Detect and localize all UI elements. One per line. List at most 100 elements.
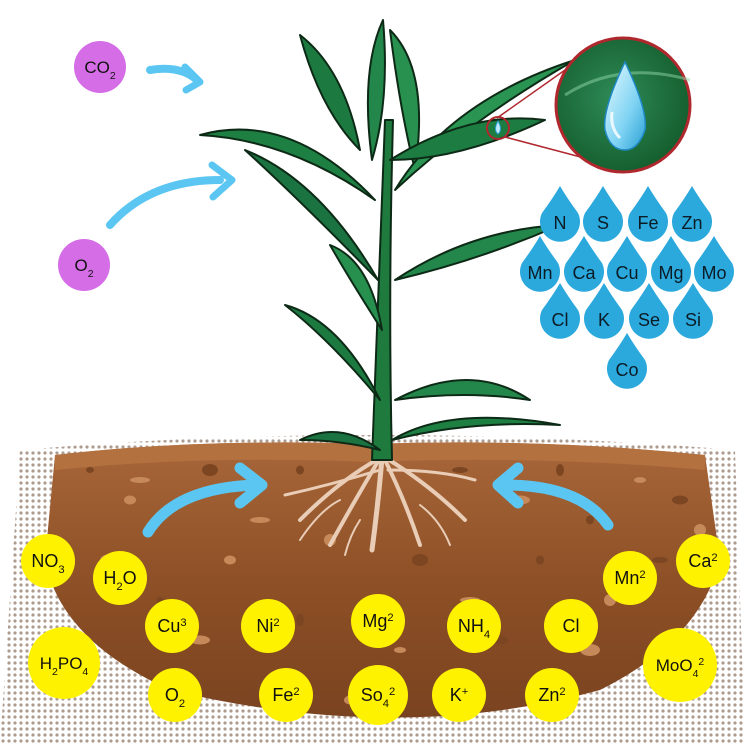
fe2-circle	[259, 668, 313, 722]
cl-bubble: Cl	[544, 599, 598, 653]
drop-shape	[694, 236, 734, 292]
no3-circle	[21, 534, 75, 588]
ni2-circle	[241, 599, 295, 653]
ca2-label: Ca2	[688, 551, 717, 571]
drop-shape	[519, 236, 560, 292]
drop-n: N	[540, 186, 580, 242]
mg2-bubble: Mg2	[351, 594, 405, 648]
drop-si: Si	[673, 283, 714, 339]
pebble	[86, 467, 94, 473]
o2-circle	[58, 239, 110, 291]
drop-shape	[628, 186, 669, 242]
h2o-bubble: H2O	[93, 551, 147, 605]
drop-label: Si	[685, 310, 701, 330]
drop-shape	[583, 186, 623, 242]
mn2-bubble: Mn2	[603, 551, 657, 605]
leaf	[284, 304, 381, 401]
drop-mg: Mg	[650, 236, 692, 292]
cl-circle	[544, 599, 598, 653]
ca2-circle	[676, 534, 730, 588]
plant	[199, 19, 576, 461]
drop-label: Se	[638, 310, 660, 330]
mn2-label: Mn2	[614, 568, 645, 588]
drop-shape	[607, 333, 648, 389]
right-uptake-arrow	[499, 479, 614, 531]
h2o-circle	[93, 551, 147, 605]
gas-arrows	[106, 64, 224, 229]
water-drop-zoom	[486, 36, 692, 174]
pebble	[586, 515, 594, 525]
kplus-circle	[432, 668, 486, 722]
pebble	[556, 464, 564, 476]
h2o-label: H2O	[103, 568, 136, 593]
drop-label: N	[554, 213, 567, 233]
leaf	[199, 128, 376, 201]
pebble	[130, 477, 150, 483]
left-uptake-arrow	[142, 479, 261, 538]
zn2-circle	[525, 668, 579, 722]
pebble	[246, 687, 254, 693]
cu3-label: Cu3	[157, 616, 186, 636]
drop-shape	[672, 186, 712, 242]
h2po4-circle	[28, 627, 100, 699]
pebble	[694, 524, 706, 536]
cl-label: Cl	[563, 616, 580, 636]
drop-co: Co	[607, 333, 648, 389]
drop-label: Mn	[527, 263, 552, 283]
leaf	[366, 19, 386, 161]
h2po4-bubble: H2PO4	[28, 627, 100, 699]
drop-k: K	[584, 283, 624, 339]
no3-label: NO3	[31, 551, 64, 576]
drop-shape	[607, 236, 647, 292]
leaf	[389, 117, 546, 161]
o2s-circle	[148, 668, 202, 722]
nh4-bubble: NH4	[447, 599, 501, 653]
pebble	[652, 557, 668, 563]
drop-label: S	[597, 213, 609, 233]
moo42-bubble: MoO42	[643, 628, 717, 702]
drop-label: Cu	[615, 263, 638, 283]
drop-shape	[564, 236, 604, 292]
leaf	[244, 149, 379, 281]
pebble	[296, 465, 304, 475]
pebble	[250, 517, 270, 523]
mg2-circle	[351, 594, 405, 648]
o2-label: O2	[74, 256, 93, 280]
leaf	[299, 34, 361, 151]
kplus-bubble: K+	[432, 668, 486, 722]
drop-label: Mo	[701, 263, 726, 283]
drop-mo: Mo	[694, 236, 734, 292]
co2-label: CO2	[84, 58, 116, 82]
moo42-label: MoO42	[656, 656, 705, 680]
soil-arrows	[142, 462, 614, 538]
drop-zn: Zn	[672, 186, 712, 242]
fe2-label: Fe2	[272, 685, 299, 705]
pebble	[536, 555, 544, 565]
drop-label: Ca	[572, 263, 596, 283]
cu3-bubble: Cu3	[145, 599, 199, 653]
pebble	[224, 555, 236, 565]
fe2-bubble: Fe2	[259, 668, 313, 722]
ni2-bubble: Ni2	[241, 599, 295, 653]
o2-bubble: O2	[58, 239, 110, 291]
zn2-label: Zn2	[538, 685, 565, 705]
leaf	[391, 416, 561, 441]
so42-circle	[348, 665, 408, 725]
drop-s: S	[583, 186, 623, 242]
drop-shape	[540, 186, 580, 242]
pebble	[412, 554, 428, 566]
leaf	[394, 379, 531, 401]
drop-label: Mg	[658, 263, 683, 283]
drop-label: K	[598, 310, 610, 330]
mn2-circle	[603, 551, 657, 605]
drop-ca: Ca	[564, 236, 604, 292]
o2s-bubble: O2	[148, 668, 202, 722]
pebble	[124, 495, 136, 505]
co2-bubble: CO2	[74, 41, 126, 93]
o2-arrow	[106, 176, 224, 229]
so42-bubble: So42	[348, 665, 408, 725]
drop-label: Cl	[552, 310, 569, 330]
